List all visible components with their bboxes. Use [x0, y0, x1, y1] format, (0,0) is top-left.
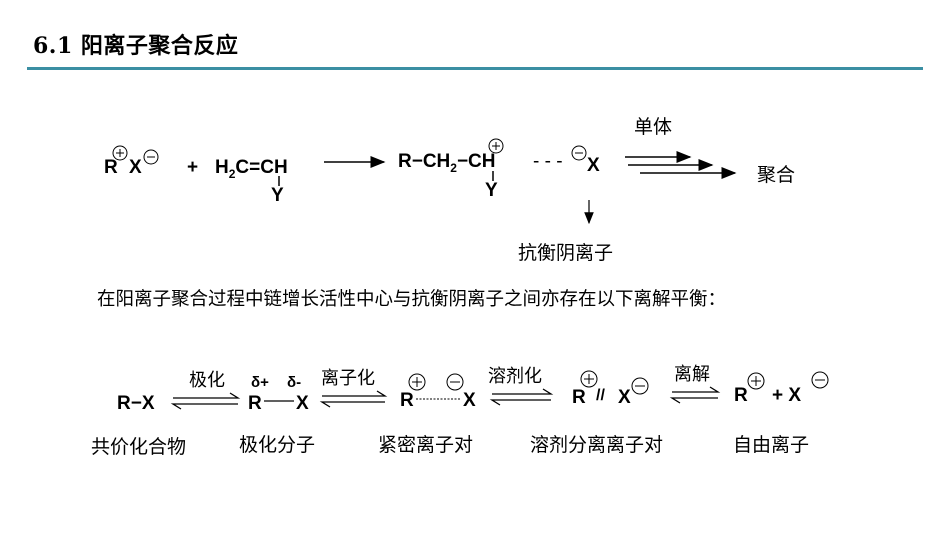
positive-charge-icon	[408, 373, 426, 391]
contact-pair-x: X	[463, 390, 476, 411]
initiator-x: X	[129, 157, 142, 178]
product-formula: R−CH2−CH	[398, 151, 496, 175]
delta-minus: δ-	[287, 374, 302, 391]
solvate-label: 溶剂化	[488, 366, 542, 387]
polarize-label: 极化	[189, 370, 225, 391]
positive-charge-icon	[747, 372, 765, 390]
monomer-substituent-y: Y	[271, 185, 284, 206]
page-title: 6.1 阳离子聚合反应	[33, 33, 239, 59]
dissociate-label: 离解	[674, 364, 710, 385]
name-free-ion: 自由离子	[733, 434, 810, 456]
name-polarized: 极化分子	[239, 434, 316, 456]
free-ion-r: R	[734, 385, 748, 406]
negative-charge-icon	[446, 373, 464, 391]
monomer-label: 单体	[634, 116, 673, 138]
negative-charge-icon	[571, 145, 587, 161]
separated-pair-r: R	[572, 387, 586, 408]
counterion-label: 抗衡阴离子	[518, 242, 614, 264]
separated-pair-slash: //	[596, 387, 605, 404]
initiator-r: R	[104, 157, 118, 178]
product-counterion-x: X	[587, 155, 600, 176]
delta-plus: δ+	[251, 374, 269, 391]
separated-pair-x: X	[618, 387, 631, 408]
name-covalent: 共价化合物	[91, 436, 187, 458]
positive-charge-icon	[580, 370, 598, 388]
plus-sign: +	[187, 157, 199, 178]
propagation-arrows-icon	[625, 151, 737, 179]
equilibrium-arrow-icon	[489, 388, 554, 406]
contact-pair-r: R	[400, 390, 414, 411]
positive-charge-icon	[488, 138, 504, 154]
polarized-x: X	[296, 393, 309, 414]
product-substituent-y: Y	[485, 180, 498, 201]
ion-pair-dashes: - - -	[533, 151, 563, 172]
covalent-rx: R−X	[117, 393, 155, 414]
name-contact-pair: 紧密离子对	[378, 434, 474, 456]
negative-charge-icon	[631, 377, 649, 395]
polymerize-label: 聚合	[757, 164, 796, 186]
ionize-label: 离子化	[321, 368, 375, 389]
title-underline	[27, 67, 923, 70]
name-separated-pair: 溶剂分离离子对	[530, 434, 664, 456]
description-text: 在阳离子聚合过程中链增长活性中心与抗衡阴离子之间亦存在以下离解平衡：	[97, 289, 727, 310]
equilibrium-arrow-icon	[669, 386, 721, 404]
negative-charge-icon	[811, 371, 829, 389]
equilibrium-arrow-icon	[170, 392, 241, 410]
positive-charge-icon	[112, 145, 128, 161]
monomer-formula: H2C=CH	[215, 157, 288, 181]
polarized-r: R	[248, 393, 262, 414]
equilibrium-arrow-icon	[319, 390, 388, 408]
free-ion-plus-x: + X	[772, 385, 802, 406]
negative-charge-icon	[143, 149, 159, 165]
